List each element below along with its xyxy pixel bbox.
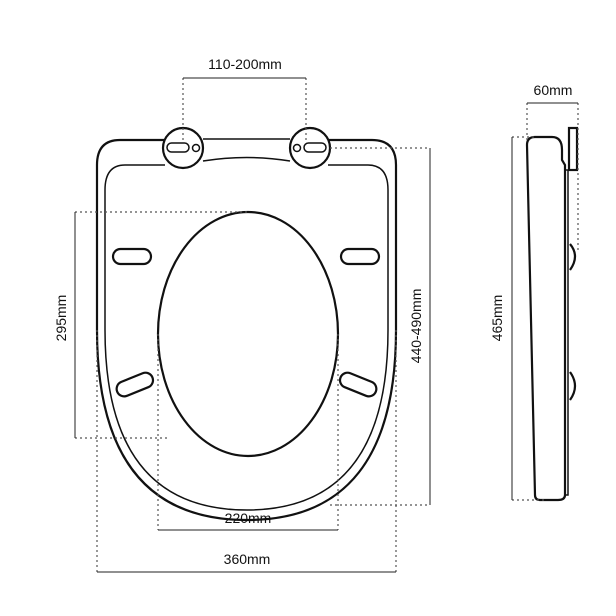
side-hinge-plate: [567, 126, 579, 172]
side-length-label: 465mm: [489, 295, 505, 342]
hinge-bar: [202, 138, 291, 162]
hinge-spacing-dimension: 110-200mm: [182, 56, 307, 140]
seat-hole: [156, 210, 340, 458]
seat-length-label: 440-490mm: [408, 289, 424, 364]
depth-dimension: 60mm: [526, 82, 579, 250]
side-body: [525, 135, 567, 502]
depth-label: 60mm: [534, 82, 573, 98]
hole-length-label: 295mm: [53, 295, 69, 342]
seat-width-dimension: 360mm: [96, 330, 397, 573]
bumper-bottom-left: [115, 371, 155, 398]
seat-inner-outline: [104, 164, 389, 511]
hinge-right: [288, 126, 332, 170]
seat-side-view: [525, 126, 579, 502]
hole-length-dimension: 295mm: [53, 211, 248, 439]
side-lid-edge: [565, 169, 569, 496]
side-bumper-lower: [569, 371, 577, 401]
side-length-dimension: 465mm: [489, 136, 545, 501]
hole-width-label: 220mm: [225, 510, 272, 526]
hole-width-dimension: 220mm: [157, 334, 339, 531]
seat-length-dimension: 440-490mm: [330, 147, 431, 506]
seat-front-view: [95, 126, 398, 522]
bumper-top-right: [339, 247, 381, 266]
side-bumper-upper: [569, 243, 577, 271]
bumper-bottom-right: [338, 371, 378, 398]
seat-outline: [95, 138, 398, 522]
seat-width-label: 360mm: [224, 551, 271, 567]
hinge-spacing-label: 110-200mm: [208, 56, 282, 72]
bumper-top-left: [111, 247, 153, 266]
